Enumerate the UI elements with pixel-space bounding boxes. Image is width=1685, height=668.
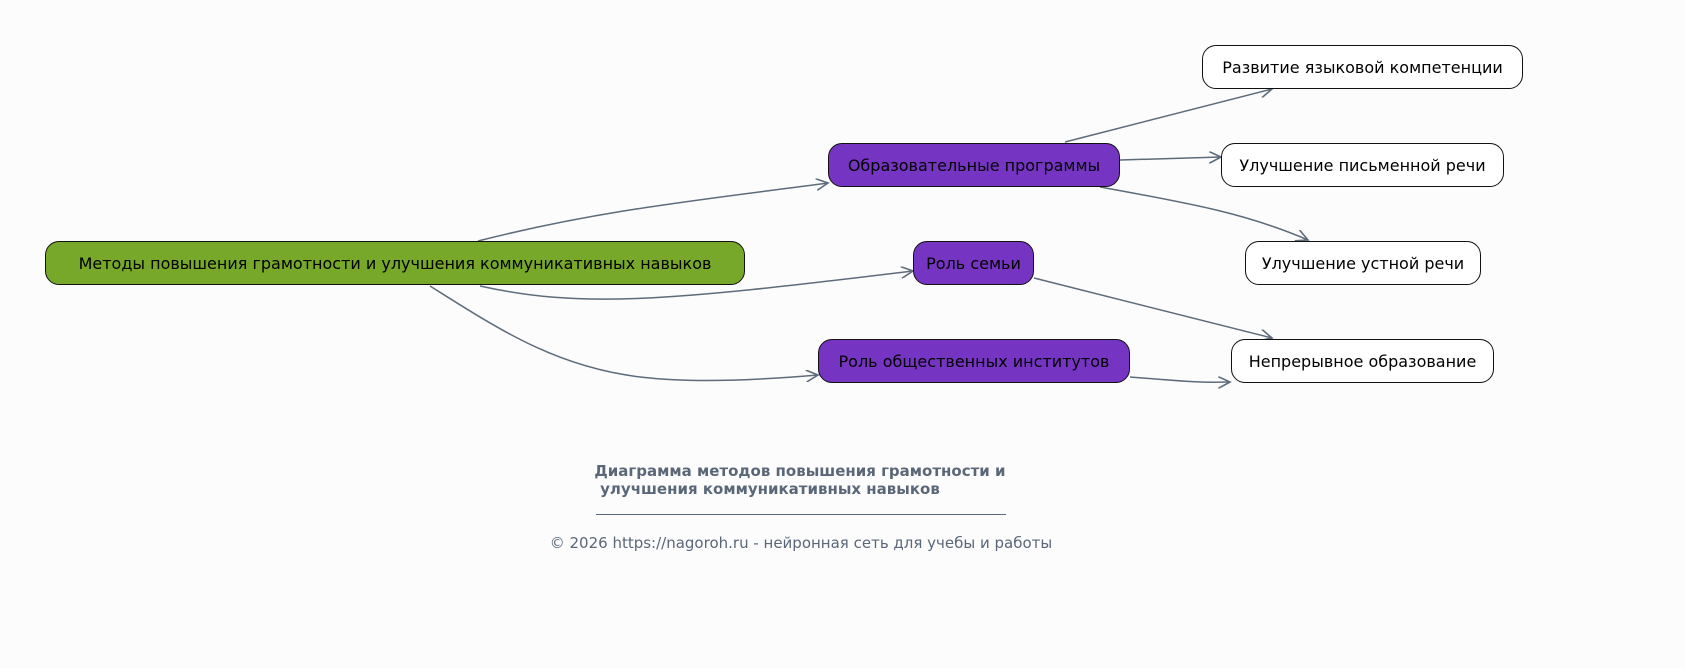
edge-education-writing [1119,157,1221,160]
diagram-title: Диаграмма методов повышения грамотности … [560,462,1040,498]
branch-label: Роль семьи [926,253,1021,273]
branch-label: Роль общественных институтов [838,351,1110,371]
root-node-label: Методы повышения грамотности и улучшения… [78,253,712,273]
footer-copyright: © 2026 https://nagoroh.ru - нейронная се… [549,534,1053,552]
branch-label: Образовательные программы [847,155,1101,175]
leaf-label: Улучшение устной речи [1261,253,1465,273]
leaf-label: Непрерывное образование [1248,351,1477,371]
leaf-label: Улучшение письменной речи [1239,155,1486,175]
title-divider [596,514,1006,515]
edge-education-speech [1099,186,1308,240]
branch-node-family[interactable]: Роль семьи [913,241,1034,285]
leaf-node-language[interactable]: Развитие языковой компетенции [1202,45,1523,89]
edge-root-family [479,271,913,300]
title-line-1: Диаграмма методов повышения грамотности … [594,462,1006,480]
edge-institutions-continuous [1129,377,1230,382]
branch-node-institutions[interactable]: Роль общественных институтов [818,339,1130,383]
leaf-label: Развитие языковой компетенции [1222,57,1503,77]
root-node[interactable]: Методы повышения грамотности и улучшения… [45,241,745,285]
leaf-node-speech[interactable]: Улучшение устной речи [1245,241,1481,285]
branch-node-education[interactable]: Образовательные программы [828,143,1120,187]
edge-root-institutions [429,285,818,381]
leaf-node-continuous[interactable]: Непрерывное образование [1231,339,1494,383]
title-line-2: улучшения коммуникативных навыков [600,480,940,498]
edge-education-language [1064,89,1272,143]
leaf-node-writing[interactable]: Улучшение письменной речи [1221,143,1504,187]
edge-root-education [477,183,828,242]
edge-family-continuous [1033,277,1272,338]
